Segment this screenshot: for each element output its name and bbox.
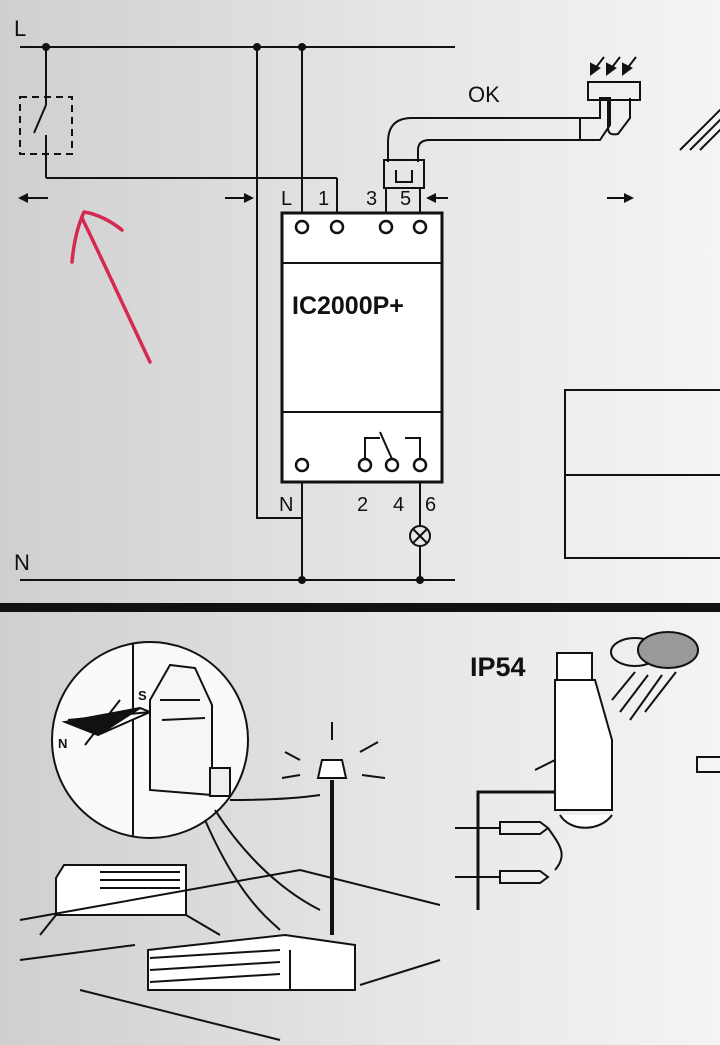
rain-cloud-icon bbox=[610, 631, 699, 721]
timer-device: IC2000P+ bbox=[280, 211, 444, 484]
wiring-diagram bbox=[19, 46, 720, 581]
sensor-cable-outer bbox=[387, 117, 580, 162]
switch-enclosure bbox=[19, 96, 73, 155]
cable-entry-arrows bbox=[455, 821, 563, 884]
street-edge-4 bbox=[359, 959, 441, 986]
sunlight-arrows-icon bbox=[590, 56, 637, 76]
section-divider bbox=[0, 603, 720, 612]
sensor-cable-inner bbox=[417, 139, 580, 162]
compass-north-label: N bbox=[58, 736, 67, 751]
edge-symbol bbox=[696, 756, 720, 773]
terminal-labels: L 1 3 5 N 2 4 6 bbox=[279, 188, 436, 516]
terminal-label-2: 2 bbox=[357, 494, 368, 516]
cable-connector bbox=[383, 159, 425, 189]
leader-line-1 bbox=[204, 819, 281, 931]
junction-dots bbox=[42, 43, 424, 584]
street-edge-1 bbox=[19, 868, 441, 921]
building-large bbox=[147, 933, 356, 991]
light-sensor-cap bbox=[587, 81, 641, 101]
street-edge-2 bbox=[19, 944, 136, 961]
terminal-label-1: 1 bbox=[318, 188, 329, 210]
street-lamp-icon bbox=[281, 722, 386, 935]
switch-contact bbox=[33, 104, 47, 134]
terminal-label-3: 3 bbox=[366, 188, 377, 210]
ip-rating-label: IP54 bbox=[470, 652, 526, 682]
sensor-ok-label: OK bbox=[468, 82, 500, 107]
relay-contact-icon bbox=[364, 431, 421, 460]
annotation-arrow bbox=[70, 210, 152, 364]
terminal-label-n: N bbox=[279, 494, 293, 516]
loop-wire bbox=[256, 47, 302, 519]
terminal-label-l: L bbox=[281, 188, 292, 210]
building-small bbox=[39, 864, 221, 936]
installation-illustration bbox=[19, 631, 720, 1041]
terminal-label-4: 4 bbox=[393, 494, 404, 516]
neutral-label: N bbox=[14, 550, 30, 575]
terminal-label-6: 6 bbox=[425, 494, 436, 516]
arrowheads bbox=[18, 193, 634, 203]
compass-south-label: S bbox=[138, 688, 147, 703]
terminal-label-5: 5 bbox=[400, 188, 411, 210]
light-sensor-body bbox=[580, 97, 611, 141]
leader-line-3 bbox=[229, 794, 321, 801]
street-edge-3 bbox=[79, 989, 281, 1041]
sensor-product-drawing bbox=[476, 652, 613, 910]
line-label: L bbox=[14, 16, 26, 41]
compass-icon bbox=[61, 699, 153, 746]
device-model: IC2000P+ bbox=[292, 292, 404, 320]
top-terminal-screws bbox=[294, 219, 428, 235]
sensor-closeup bbox=[149, 663, 213, 797]
leader-line-2 bbox=[214, 809, 321, 911]
